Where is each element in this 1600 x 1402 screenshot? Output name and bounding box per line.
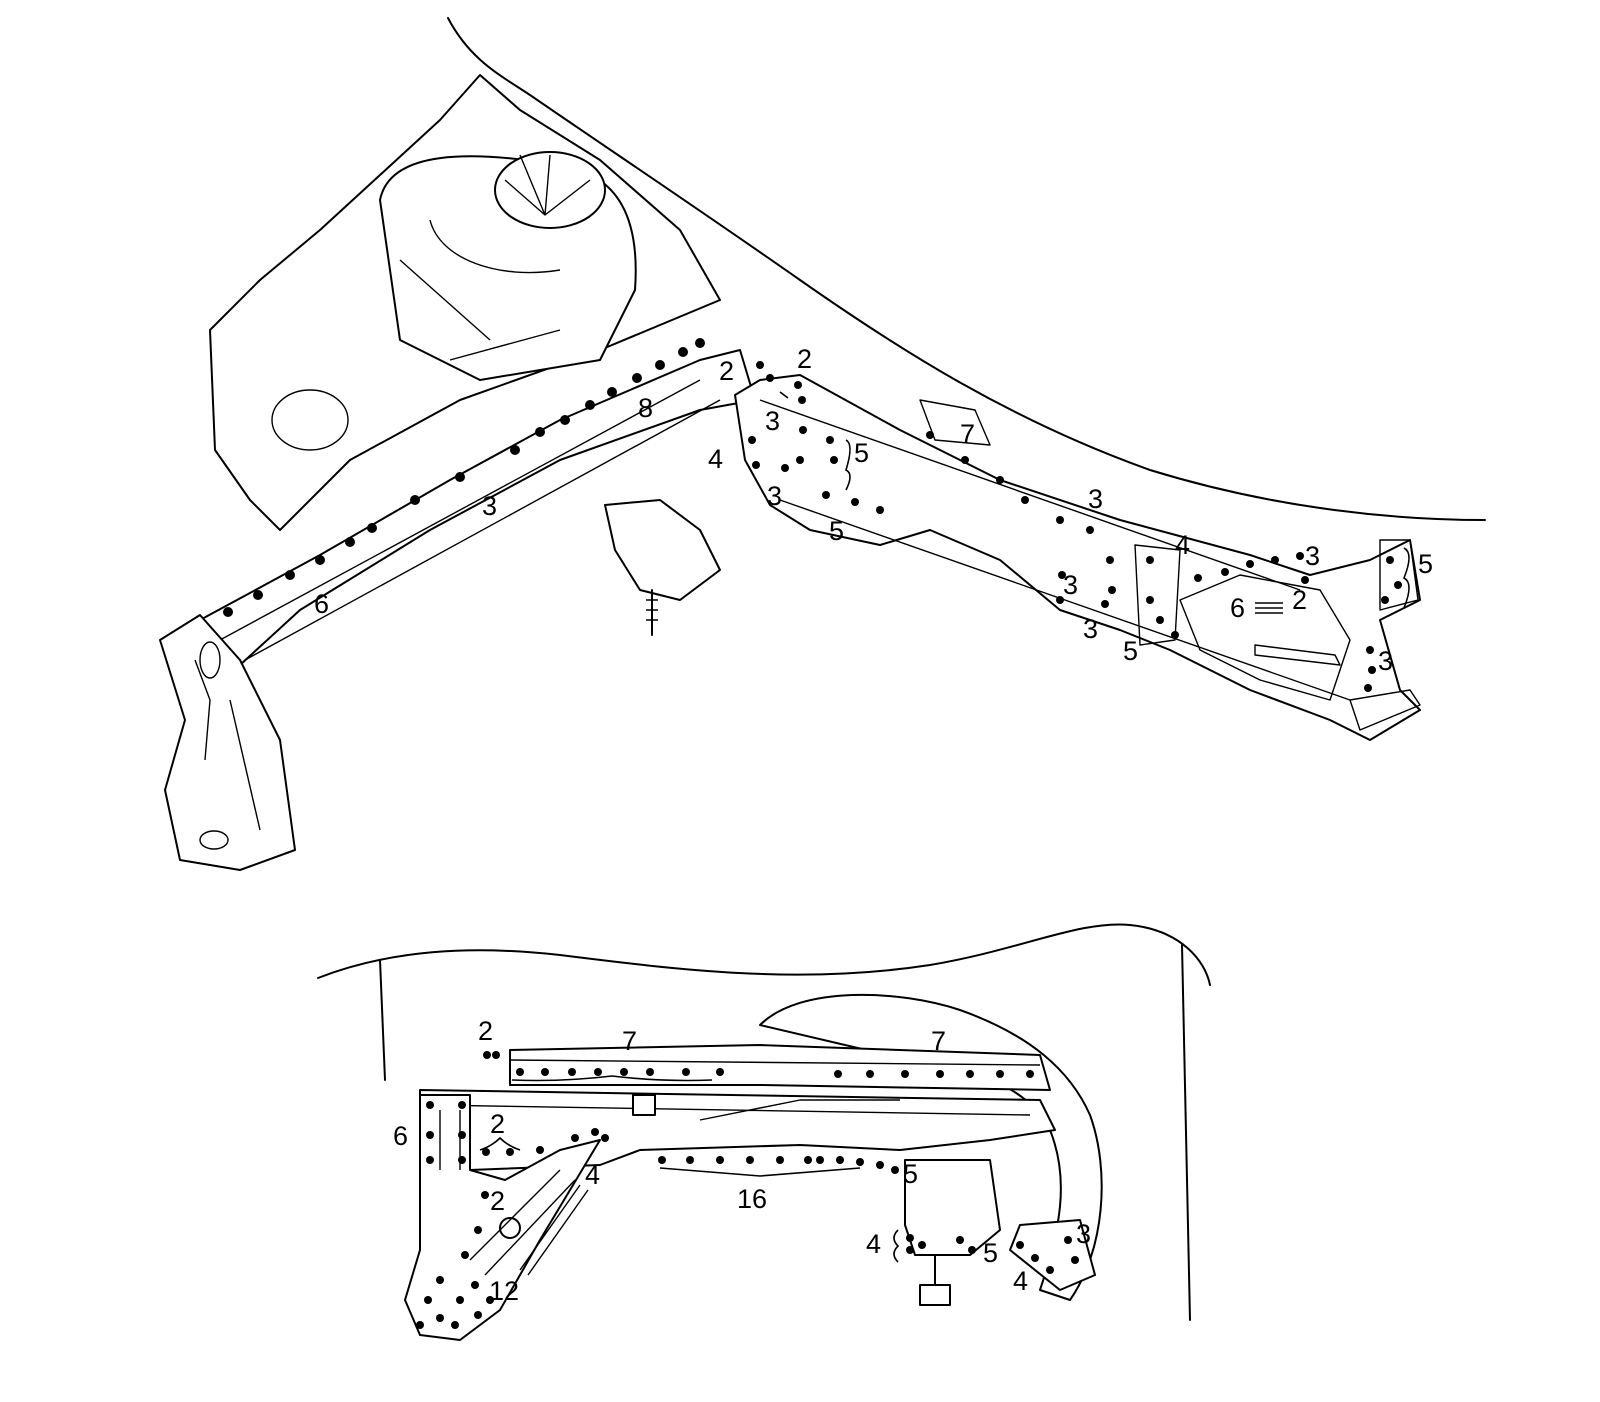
lower-arm-bracket bbox=[904, 1159, 1001, 1256]
front-crush-horn bbox=[159, 614, 296, 871]
callout-label: 2 bbox=[490, 1186, 505, 1216]
callout-label: 5 bbox=[829, 516, 844, 546]
lower-main-rail bbox=[419, 1089, 1056, 1171]
callout-label: 5 bbox=[983, 1238, 998, 1268]
upper-assembly-view: 2 2 8 3 7 3 4 5 3 5 3 3 4 3 5 3 6 2 5 3 … bbox=[159, 17, 1486, 871]
callout-label: 3 bbox=[1063, 570, 1078, 600]
lower-callouts: 2 7 7 6 2 4 2 16 5 4 5 3 4 12 bbox=[393, 1016, 1091, 1306]
upper-rocker-panel bbox=[734, 374, 1421, 741]
callout-label: 2 bbox=[490, 1109, 505, 1139]
callout-label: 8 bbox=[638, 393, 653, 423]
callout-label: 3 bbox=[1083, 614, 1098, 644]
callout-label: 3 bbox=[1305, 541, 1320, 571]
callout-label: 7 bbox=[622, 1026, 637, 1056]
strut-mount bbox=[494, 151, 606, 229]
callout-label: 7 bbox=[931, 1026, 946, 1056]
lower-assembly-view: 2 7 7 6 2 4 2 16 5 4 5 3 4 12 bbox=[317, 923, 1211, 1341]
callout-label: 3 bbox=[1076, 1219, 1091, 1249]
callout-label: 16 bbox=[737, 1184, 767, 1214]
callout-label: 7 bbox=[960, 419, 975, 449]
callout-label: 5 bbox=[854, 438, 869, 468]
callout-label: 3 bbox=[765, 406, 780, 436]
callout-label: 4 bbox=[585, 1160, 600, 1190]
lower-weld-spots bbox=[416, 1051, 1079, 1329]
callout-label: 3 bbox=[1378, 646, 1393, 676]
upper-weld-spots bbox=[223, 338, 1402, 692]
callout-label: 2 bbox=[719, 356, 734, 386]
callout-label: 2 bbox=[1292, 585, 1307, 615]
callout-label: 5 bbox=[903, 1159, 918, 1189]
callout-label: 3 bbox=[767, 481, 782, 511]
callout-label: 6 bbox=[314, 589, 329, 619]
callout-label: 3 bbox=[1088, 484, 1103, 514]
lower-front-structure bbox=[404, 1094, 601, 1341]
callout-label: 2 bbox=[478, 1016, 493, 1046]
callout-label: 4 bbox=[708, 444, 723, 474]
callout-label: 4 bbox=[866, 1229, 881, 1259]
callout-label: 5 bbox=[1123, 636, 1138, 666]
callout-label: 4 bbox=[1175, 530, 1190, 560]
callout-label: 12 bbox=[489, 1276, 519, 1306]
callout-label: 3 bbox=[482, 491, 497, 521]
lower-bracket bbox=[604, 499, 721, 601]
callout-label: 6 bbox=[393, 1121, 408, 1151]
callout-label: 6 bbox=[1230, 593, 1245, 623]
upper-rail bbox=[509, 1044, 1051, 1091]
callout-label: 2 bbox=[797, 344, 812, 374]
upper-body-outline bbox=[447, 17, 1486, 521]
upper-callouts: 2 2 8 3 7 3 4 5 3 5 3 3 4 3 5 3 6 2 5 3 … bbox=[314, 344, 1433, 676]
lower-body-outline bbox=[317, 923, 1211, 986]
callout-label: 4 bbox=[1013, 1266, 1028, 1296]
callout-label: 5 bbox=[1418, 549, 1433, 579]
